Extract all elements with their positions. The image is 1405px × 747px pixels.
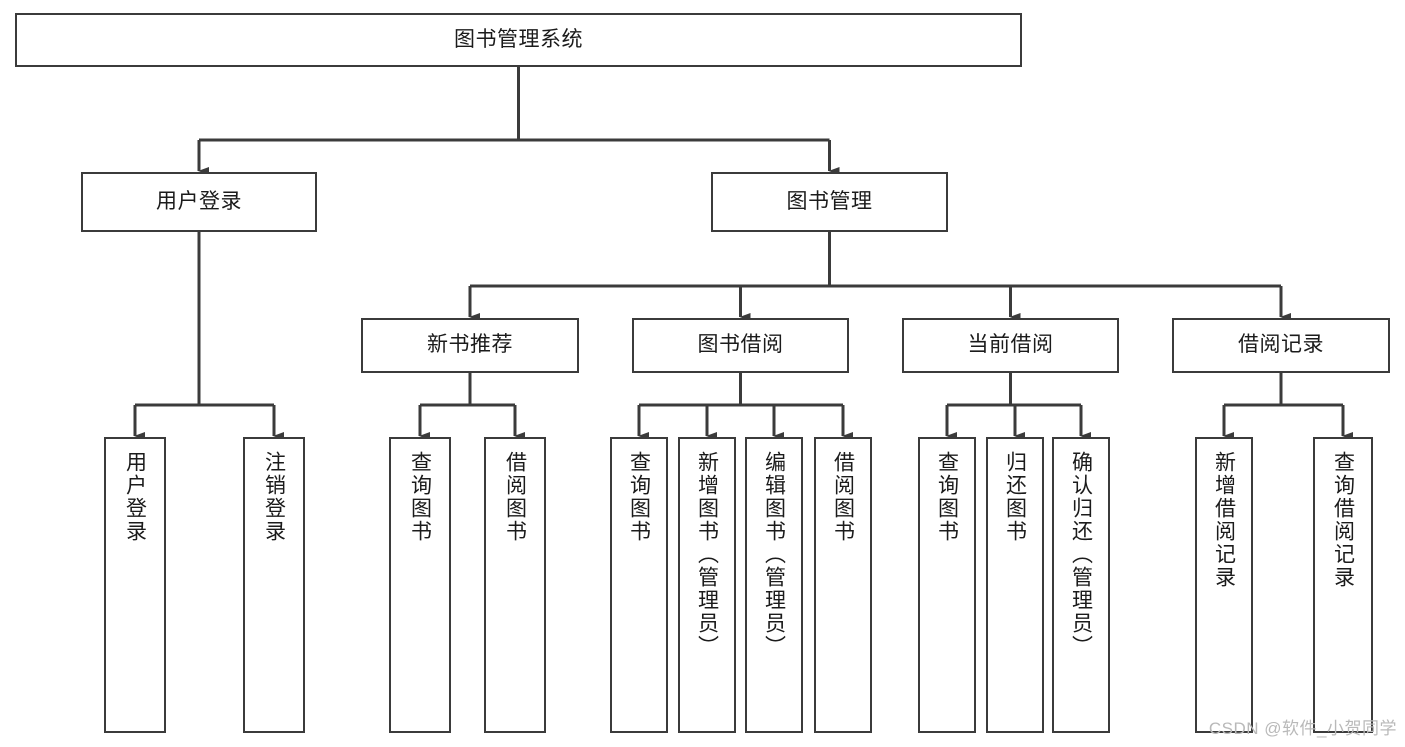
leaf-borrow-query-book-label: 查询图书 (627, 451, 651, 543)
connector-group (133, 67, 1353, 440)
node-new-book-recommend-label: 新书推荐 (427, 333, 513, 357)
node-current-borrow-label: 当前借阅 (967, 333, 1054, 357)
leaf-borrow-query-book[interactable]: 查询图书 (610, 437, 668, 733)
leaf-current-query-book-label: 查询图书 (935, 451, 959, 543)
leaf-current-confirm-return[interactable]: 确认归还（管理员） (1052, 437, 1110, 733)
leaf-user-logout[interactable]: 注销登录 (243, 437, 305, 733)
node-book-manage-label: 图书管理 (786, 189, 873, 213)
leaf-borrow-add-book[interactable]: 新增图书（管理员） (678, 437, 736, 733)
leaf-record-add-record-label: 新增借阅记录 (1212, 451, 1236, 589)
node-user-login[interactable]: 用户登录 (81, 172, 317, 232)
leaf-record-query-record[interactable]: 查询借阅记录 (1313, 437, 1373, 733)
leaf-recommend-borrow-book-label: 借阅图书 (503, 451, 527, 543)
leaf-user-login[interactable]: 用户登录 (104, 437, 166, 733)
node-borrow-record[interactable]: 借阅记录 (1172, 318, 1390, 373)
leaf-borrow-add-book-label: 新增图书（管理员） (695, 451, 719, 658)
leaf-user-login-label: 用户登录 (123, 451, 147, 543)
node-new-book-recommend[interactable]: 新书推荐 (361, 318, 579, 373)
leaf-current-query-book[interactable]: 查询图书 (918, 437, 976, 733)
node-borrow-record-label: 借阅记录 (1238, 333, 1324, 357)
leaf-recommend-borrow-book[interactable]: 借阅图书 (484, 437, 546, 733)
leaf-current-return-book[interactable]: 归还图书 (986, 437, 1044, 733)
leaf-borrow-edit-book[interactable]: 编辑图书（管理员） (745, 437, 803, 733)
node-root-label: 图书管理系统 (454, 27, 583, 51)
leaf-recommend-query-book-label: 查询图书 (408, 451, 432, 543)
leaf-borrow-borrow-book-label: 借阅图书 (831, 451, 855, 543)
node-book-borrow-label: 图书借阅 (697, 333, 784, 357)
leaf-borrow-borrow-book[interactable]: 借阅图书 (814, 437, 872, 733)
leaf-user-logout-label: 注销登录 (262, 451, 286, 543)
leaf-record-add-record[interactable]: 新增借阅记录 (1195, 437, 1253, 733)
leaf-borrow-edit-book-label: 编辑图书（管理员） (762, 451, 786, 658)
node-current-borrow[interactable]: 当前借阅 (902, 318, 1119, 373)
leaf-current-return-book-label: 归还图书 (1003, 451, 1027, 543)
leaf-record-query-record-label: 查询借阅记录 (1331, 451, 1355, 589)
node-book-manage[interactable]: 图书管理 (711, 172, 948, 232)
node-book-borrow[interactable]: 图书借阅 (632, 318, 849, 373)
node-user-login-label: 用户登录 (156, 189, 242, 213)
leaf-recommend-query-book[interactable]: 查询图书 (389, 437, 451, 733)
node-root[interactable]: 图书管理系统 (15, 13, 1022, 67)
leaf-current-confirm-return-label: 确认归还（管理员） (1069, 451, 1093, 658)
